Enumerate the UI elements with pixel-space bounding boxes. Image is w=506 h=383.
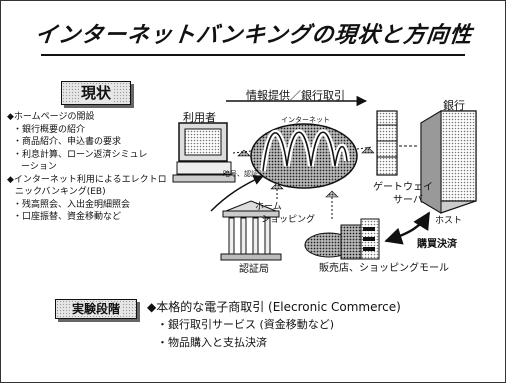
experiment-item: ・銀行取引サービス (資金移動など): [157, 318, 335, 331]
gateway-label-line: サーバ: [393, 195, 423, 206]
current-status-heading-text: 現状: [78, 84, 113, 102]
connection-arrow-icon: [237, 149, 251, 157]
status-item-sub: ・口座振替、資金移動など: [13, 212, 122, 222]
home-shopping-label: ホーム ショッピング: [255, 201, 315, 227]
home-shopping-label-line: ホーム: [255, 202, 282, 212]
purchase-settlement-arrow: [384, 211, 431, 245]
host-label: ホスト: [435, 216, 463, 226]
connection-arrow-icon: [361, 146, 375, 154]
user-label: 利用者: [183, 111, 216, 124]
computer-icon: [172, 122, 236, 183]
certificate-authority-label: 認証局: [239, 264, 269, 275]
host-computer-icon: [420, 110, 477, 214]
bank-label: 銀行: [443, 99, 465, 112]
connection-arrow-icon: [270, 182, 284, 201]
status-item-sub: ・利息計算、ローン返済シミュレ: [13, 149, 148, 160]
experiment-stage-list: ◆本格的な電子商取引 (Elecronic Commerce) ・銀行取引サービ…: [147, 298, 401, 352]
gateway-label: ゲートウェイ サーバ: [373, 181, 433, 207]
status-item-sub: ・銀行概要の紹介: [13, 124, 86, 135]
experiment-item: ・物品購入と支払決済: [157, 336, 267, 349]
status-item-sub: ・商品紹介、申込書の要求: [13, 137, 122, 147]
certificate-authority-building-icon: [220, 200, 282, 261]
home-shopping-arrow: [210, 175, 264, 212]
gateway-label-line: ゲートウェイ: [373, 182, 433, 193]
status-item-sub: ーション: [21, 162, 57, 172]
title-underline: [41, 54, 465, 56]
gateway-link: [356, 146, 374, 150]
experiment-stage-heading: 実験段階: [55, 299, 137, 319]
experiment-stage-heading-text: 実験段階: [69, 302, 122, 316]
internet-cloud-icon: [250, 123, 358, 189]
status-item-head: ◆インターネット利用によるエレクトロ: [7, 174, 167, 185]
shopping-mall-icon: [304, 218, 380, 260]
current-status-list: ◆ホームページの開設 ・銀行概要の紹介 ・商品紹介、申込書の要求 ・利息計算、ロ…: [7, 111, 187, 224]
current-status-heading: 現状: [61, 81, 131, 105]
store-label: 販売店、ショッピングモール: [319, 263, 449, 274]
experiment-headline: ◆本格的な電子商取引 (Elecronic Commerce): [147, 300, 401, 314]
status-item-sub: ・残高照会、入出金明細照会: [13, 199, 131, 210]
flow-label: 情報提供／銀行取引: [246, 89, 345, 102]
internet-label: インターネット: [281, 116, 330, 124]
gateway-server-icon: [376, 110, 398, 176]
status-item-head: ◆ホームページの開設: [7, 112, 95, 122]
status-item-sub: ニックバンキング(EB): [15, 187, 106, 197]
network-diagram: [172, 95, 477, 261]
connection-arrow-icon: [325, 190, 339, 219]
crypto-auth-label: 暗号、認証: [223, 170, 258, 178]
home-shopping-label-line: ショッピング: [261, 215, 316, 225]
purchase-settlement-label: 購買決済: [417, 239, 457, 250]
